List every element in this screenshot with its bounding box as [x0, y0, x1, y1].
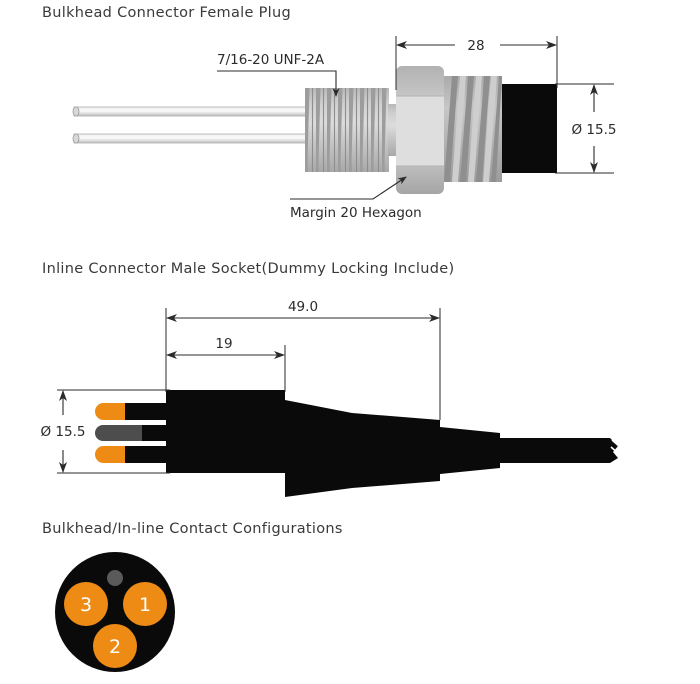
- thread-callout-label: 7/16-20 UNF-2A: [217, 52, 325, 68]
- connector-body-silhouette: [166, 390, 618, 497]
- contact-pin-2-number: 2: [109, 636, 121, 658]
- hexagon-nut: [396, 66, 444, 194]
- pin-2-gray: [95, 425, 150, 441]
- hex-flat-face: [396, 96, 444, 166]
- cable-cut-detail: [610, 439, 621, 455]
- dimension-28-label: 28: [467, 38, 484, 54]
- keyway-dot-icon: [107, 570, 123, 586]
- contact-pin-3[interactable]: 3: [64, 582, 108, 626]
- contact-configuration-diagram: 3 1 2: [55, 552, 175, 672]
- wire-group: [72, 106, 311, 144]
- hexagon-callout: Margin 20 Hexagon: [290, 176, 422, 221]
- bulkhead-female-plug-drawing: 28 Ø 15.5 7/16-20 UNF-2A Margin 20 Hexag…: [72, 36, 617, 221]
- dimension-diameter-label-2: Ø 15.5: [41, 424, 86, 440]
- section-title-bulkhead-female-plug: Bulkhead Connector Female Plug: [42, 5, 291, 21]
- dimension-diameter-label-1: Ø 15.5: [572, 122, 617, 138]
- threaded-barrel: [305, 88, 402, 172]
- thread-crest-shadows: [305, 88, 387, 172]
- hexagon-callout-label: Margin 20 Hexagon: [290, 205, 422, 221]
- contact-pin-3-number: 3: [80, 594, 92, 616]
- inline-male-socket-drawing: 49.0 19 Ø 15.5: [41, 299, 621, 497]
- wire-lower: [73, 133, 311, 144]
- dimension-19: 19: [165, 336, 286, 392]
- contact-pin-2-circle[interactable]: [93, 624, 137, 668]
- wire-lower-end-cap: [72, 133, 80, 144]
- dimension-diameter-15-5: Ø 15.5: [555, 83, 617, 174]
- contact-pin-2[interactable]: 2: [93, 624, 137, 668]
- wire-upper-end-cap: [72, 106, 80, 117]
- rib-highlights: [452, 76, 497, 182]
- pin-1-shroud: [125, 403, 170, 420]
- dimension-19-label: 19: [215, 336, 232, 352]
- section-title-contact-configurations: Bulkhead/In-line Contact Configurations: [42, 521, 343, 537]
- pin-group: [95, 403, 170, 463]
- contact-pin-1-number: 1: [139, 594, 151, 616]
- pin-2-shroud: [142, 425, 170, 441]
- dimension-49-label: 49.0: [288, 299, 318, 315]
- section-title-inline-male-socket: Inline Connector Male Socket(Dummy Locki…: [42, 261, 455, 277]
- contact-pin-3-circle[interactable]: [64, 582, 108, 626]
- ribbed-section: [444, 76, 502, 182]
- dimension-28: 28: [395, 36, 558, 90]
- thread-callout: 7/16-20 UNF-2A: [217, 52, 340, 97]
- pin-1-orange: [95, 403, 133, 420]
- black-end-cap: [502, 84, 557, 173]
- wire-upper: [73, 106, 311, 117]
- pin-3-orange: [95, 446, 133, 463]
- dimension-diameter-15-5-inline: Ø 15.5: [41, 389, 170, 474]
- contact-pin-1[interactable]: 1: [123, 582, 167, 626]
- contact-pin-1-circle[interactable]: [123, 582, 167, 626]
- pin-3-shroud: [125, 446, 170, 463]
- rib-grooves: [444, 76, 502, 182]
